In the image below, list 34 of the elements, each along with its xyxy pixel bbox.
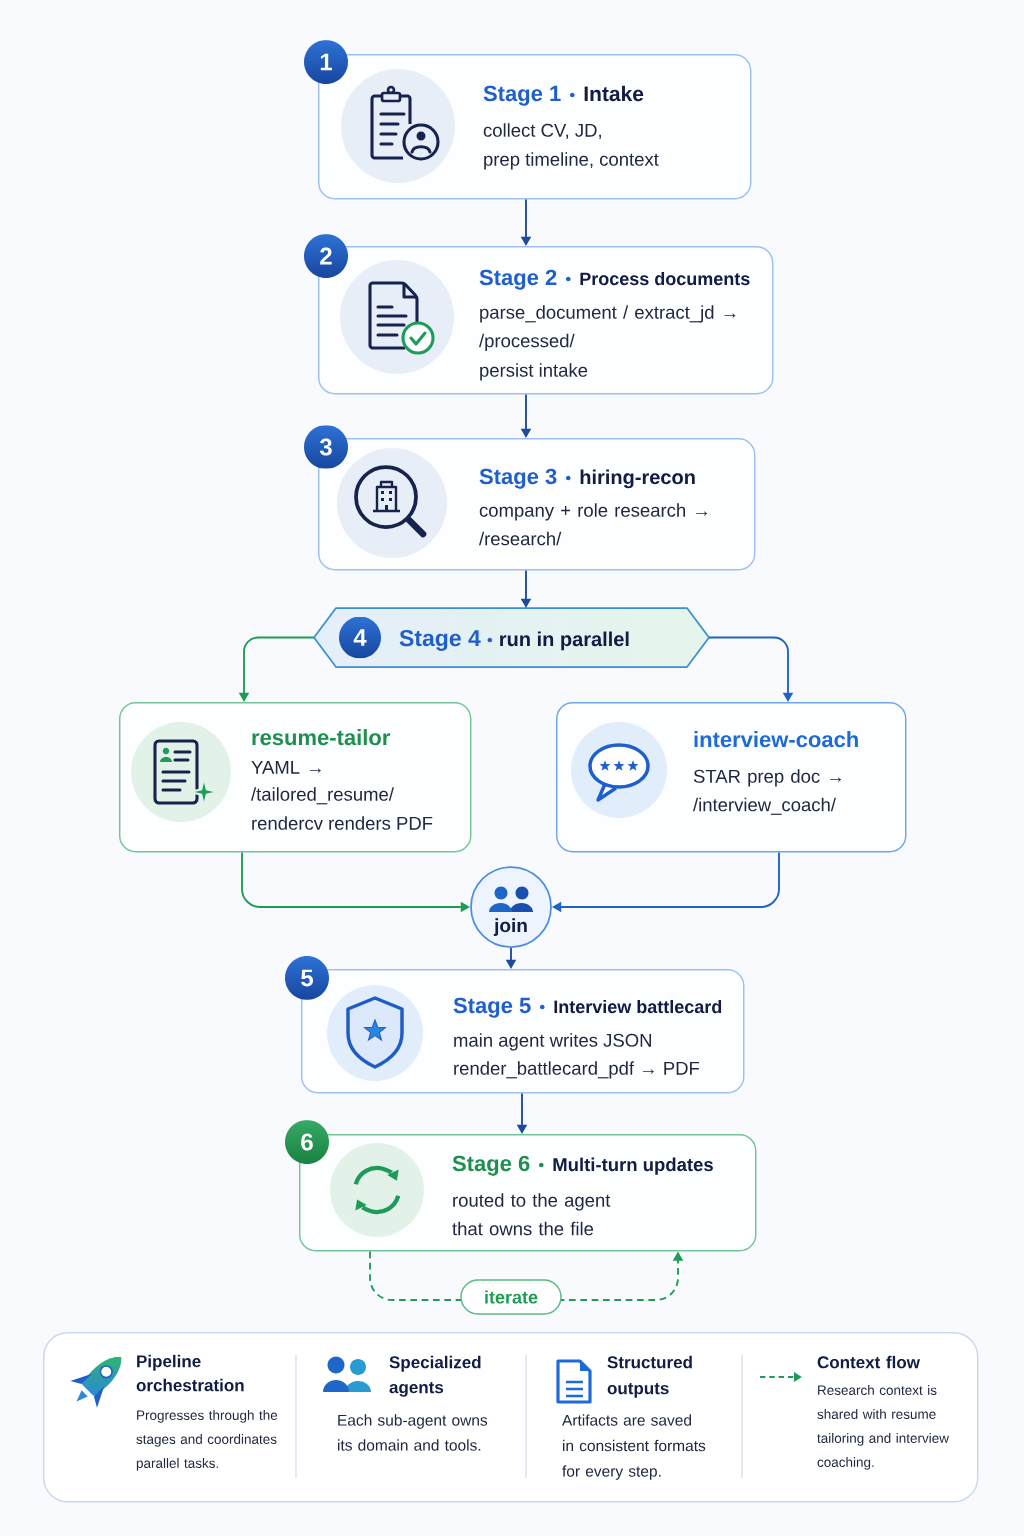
stage-title: Interview battlecard — [554, 999, 722, 1014]
stage-label: Stage 6 — [452, 1155, 530, 1176]
description: STAR prep doc → /interview_coach/ — [693, 769, 842, 815]
join-label: join — [493, 918, 527, 936]
description: rendercv renders PDF — [252, 816, 433, 830]
stage-title: Multi-turn updates — [553, 1157, 713, 1175]
stage-label: Stage 1 — [483, 85, 561, 106]
legend-heading: Specialized agents — [389, 1355, 481, 1397]
legend-heading: Structured outputs — [607, 1355, 692, 1398]
legend-heading: Context flow — [817, 1355, 920, 1369]
description: routed to the agent that owns the file — [452, 1193, 611, 1236]
description: main agent writes JSON — [454, 1033, 651, 1051]
legend-text: Artifacts are saved in consistent formats for every step. — [562, 1414, 706, 1480]
agent-title: resume-tailor — [252, 729, 391, 746]
agent-title: interview-coach — [694, 731, 858, 748]
description: prep timeline, context — [484, 152, 659, 170]
stage-label: Stage 3 — [479, 468, 557, 489]
stage-label: Stage 5 — [453, 997, 531, 1018]
stage-title: run in parallel — [500, 631, 629, 651]
description: render_battlecard_pdf → PDF — [454, 1061, 700, 1079]
stage-title: Intake — [584, 85, 644, 102]
legend-text: Each sub-agent owns its domain and tools. — [338, 1414, 488, 1451]
description: persist intake — [480, 363, 588, 381]
stage-label: Stage 4 — [399, 629, 481, 651]
step-number: 4 — [353, 629, 367, 646]
edge-label: iterate — [460, 1279, 562, 1315]
stage-title: Process documents — [580, 271, 750, 286]
legend-text: Research context is shared with resume tailoring and interview coaching. — [817, 1385, 949, 1470]
legend-heading: Pipeline orchestration — [136, 1354, 244, 1392]
description: company + role research → /research/ — [479, 503, 708, 546]
legend-text: Progresses through the stages and coordinates parallel tasks. — [136, 1410, 278, 1471]
stage-title: hiring-recon — [580, 469, 695, 489]
description: collect CV, JD, — [483, 123, 601, 140]
stage-label: Stage 2 — [479, 269, 557, 290]
